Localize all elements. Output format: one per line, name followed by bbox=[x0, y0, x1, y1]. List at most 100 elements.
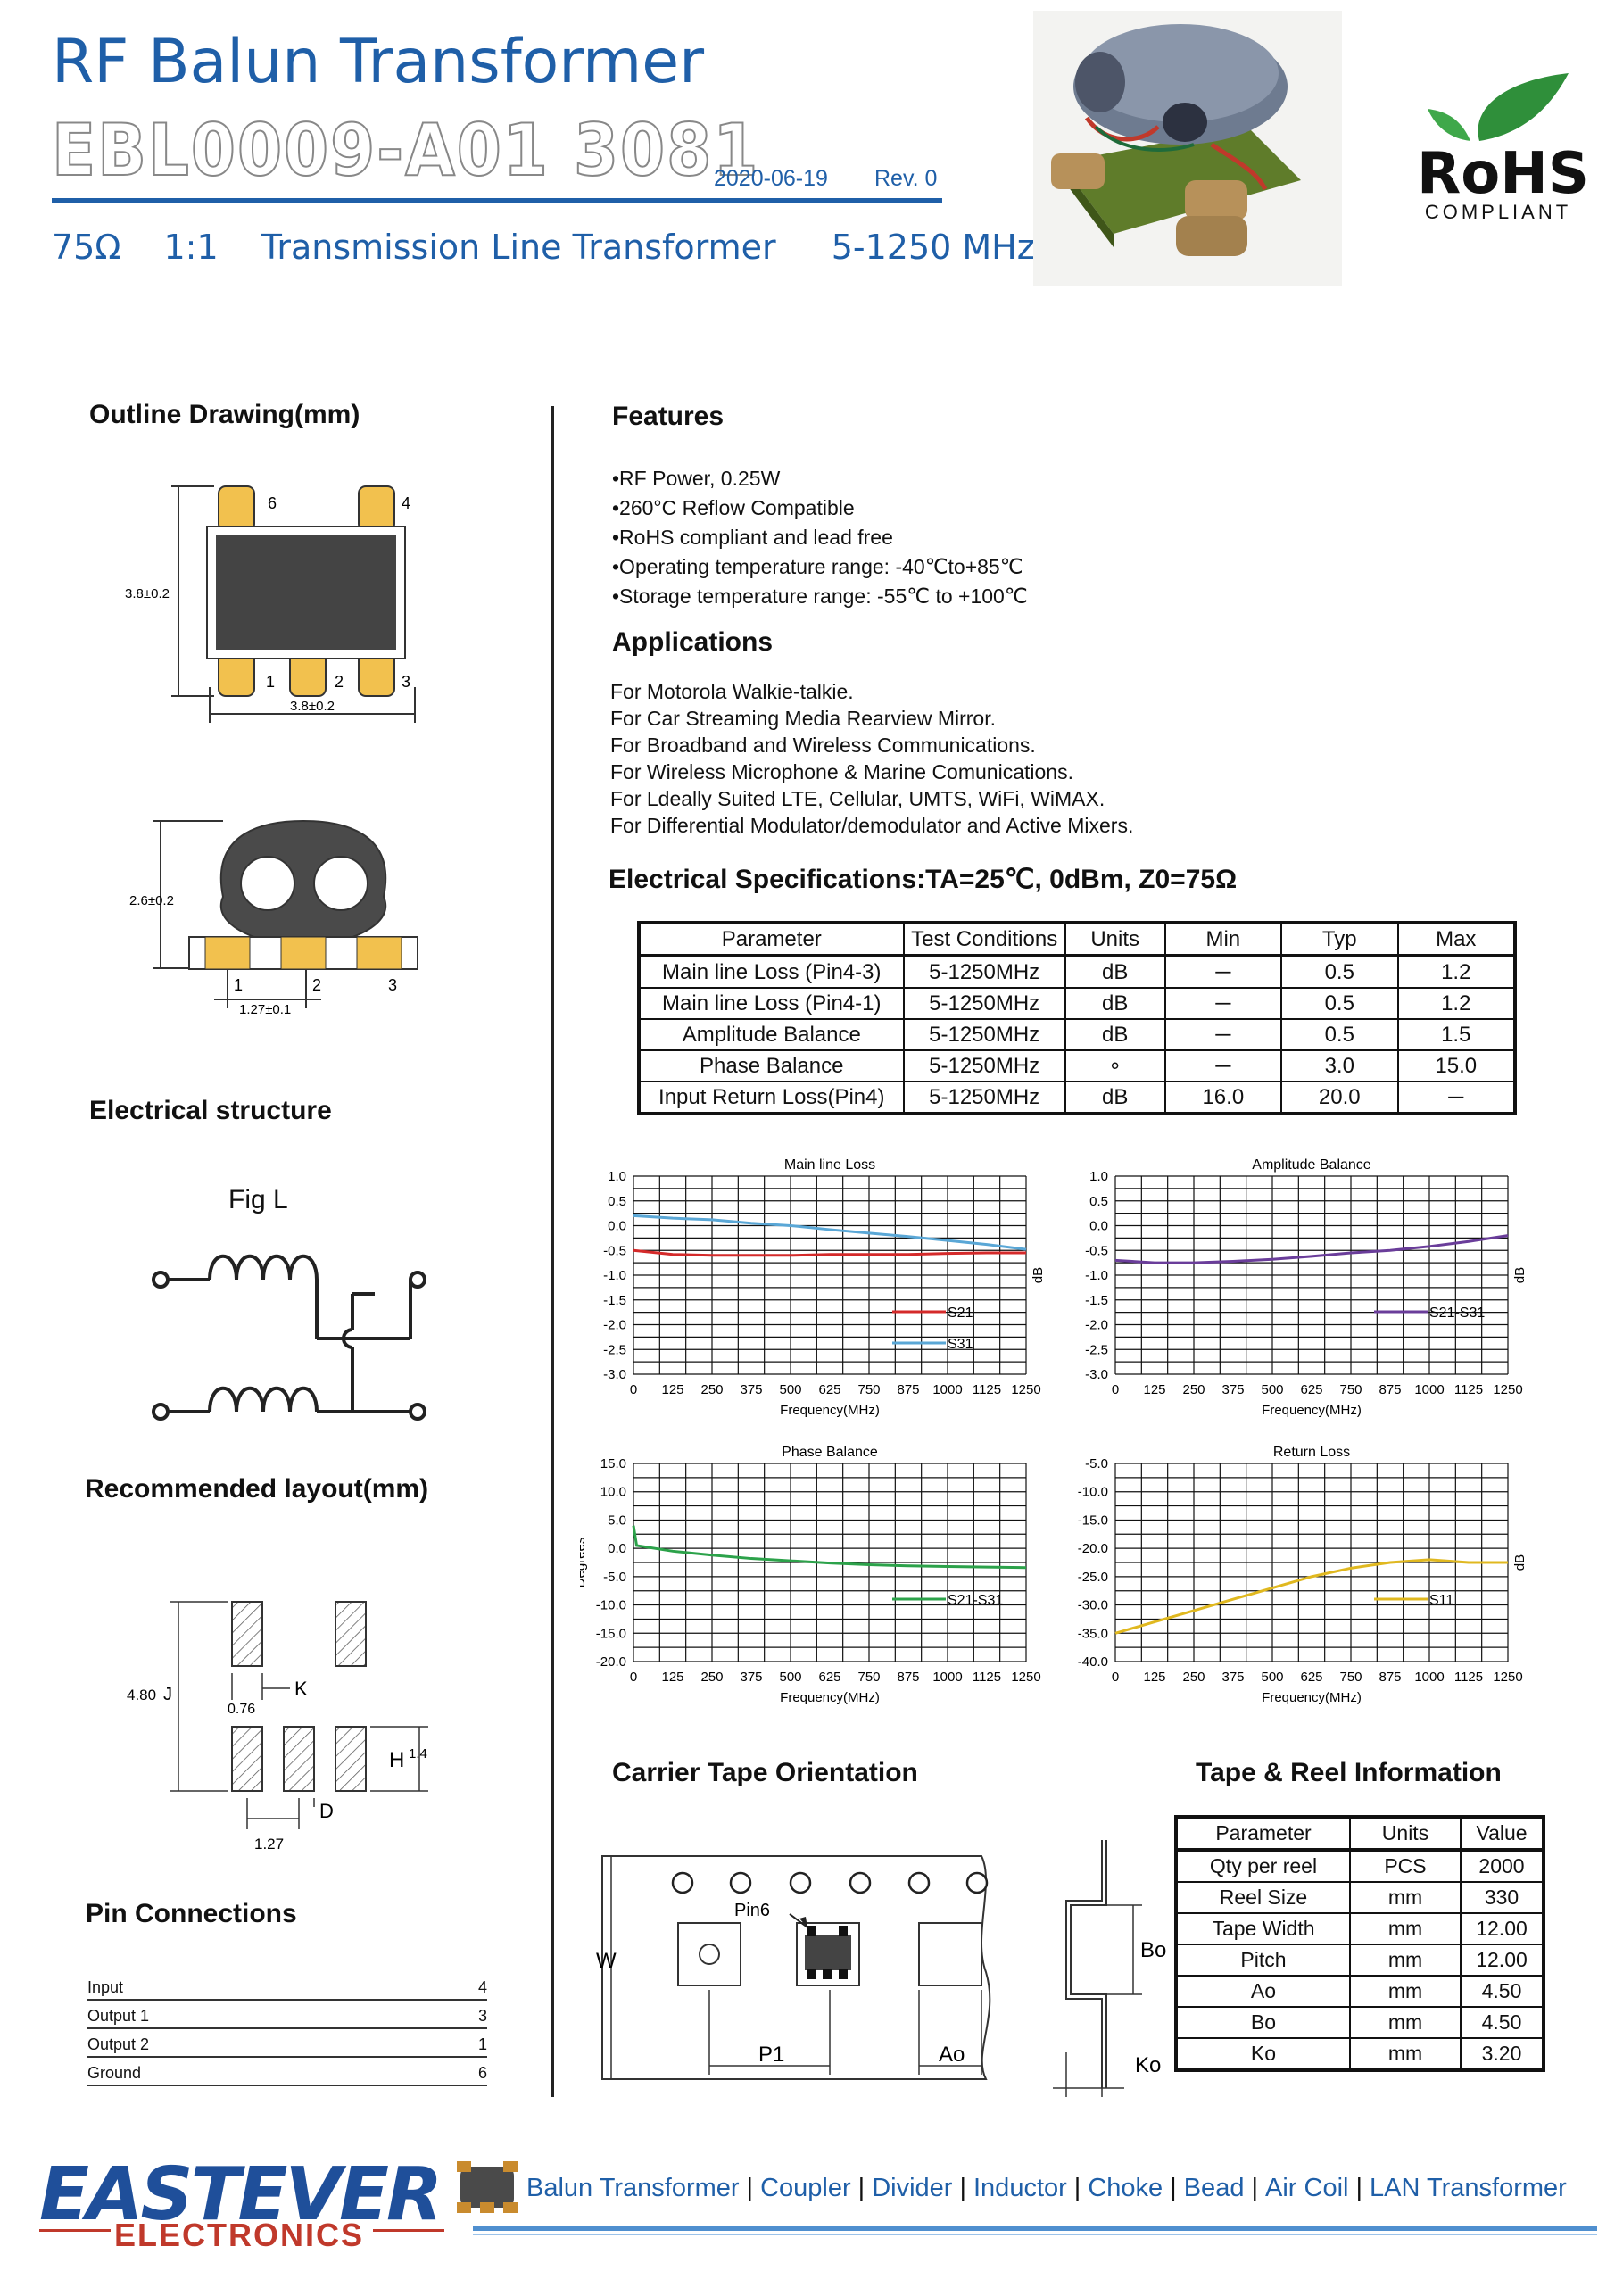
footer-link[interactable]: Divider bbox=[872, 2174, 953, 2202]
x-tick-label: 875 bbox=[897, 1382, 919, 1397]
x-tick-label: 250 bbox=[700, 1382, 723, 1397]
x-tick-label: 125 bbox=[661, 1670, 683, 1685]
pin-number: 1 bbox=[477, 2035, 487, 2053]
table-cell: dB bbox=[1064, 987, 1166, 1020]
table-cell: 4.50 bbox=[1460, 2006, 1544, 2039]
recommended-layout: 4.80 J 0.76 K H 1.4 D 1.27 bbox=[127, 1601, 428, 1853]
table-cell: 330 bbox=[1460, 1881, 1544, 1914]
footer-link[interactable]: Air Coil bbox=[1265, 2174, 1349, 2202]
x-tick-label: 375 bbox=[1221, 1670, 1244, 1685]
col-header: Max bbox=[1396, 922, 1516, 957]
table-cell: mm bbox=[1349, 1975, 1462, 2008]
y-tick-label: -40.0 bbox=[1078, 1654, 1108, 1670]
chart-title: Return Loss bbox=[1273, 1445, 1350, 1460]
x-axis-label: Frequency(MHz) bbox=[780, 1403, 880, 1418]
y-tick-label: -2.0 bbox=[1085, 1318, 1108, 1333]
y-tick-label: -15.0 bbox=[596, 1626, 626, 1641]
table-cell: mm bbox=[1349, 2037, 1462, 2071]
pin-name: Output 1 bbox=[87, 2007, 150, 2025]
outline-side-view: 1 2 3 2.6±0.2 1.27±0.1 bbox=[129, 819, 418, 1017]
table-cell: 0.5 bbox=[1280, 987, 1399, 1020]
x-tick-label: 125 bbox=[1143, 1670, 1165, 1685]
table-cell: dB bbox=[1064, 1018, 1166, 1051]
application-item: For Ldeally Suited LTE, Cellular, UMTS, … bbox=[610, 787, 1105, 810]
table-cell: Ko bbox=[1175, 2037, 1351, 2071]
legend-label: S21-S31 bbox=[948, 1593, 1003, 1608]
y-tick-label: -1.0 bbox=[1085, 1268, 1108, 1283]
chart-phase-balance: Phase Balance15.010.05.00.0-5.0-10.0-15.… bbox=[580, 1445, 1041, 1705]
table-cell: 1.5 bbox=[1396, 1018, 1516, 1051]
x-tick-label: 625 bbox=[1300, 1670, 1322, 1685]
carrier-tape-diagram: Pin6 W P1 Ao Bo Ko bbox=[596, 1840, 1166, 2097]
pin-number: 4 bbox=[477, 1978, 487, 1996]
dim-side-height: 2.6±0.2 bbox=[129, 893, 174, 908]
chart-title: Phase Balance bbox=[782, 1445, 878, 1460]
subtitle-ratio: 1:1 bbox=[163, 228, 219, 267]
footer-link[interactable]: Bead bbox=[1183, 2174, 1245, 2202]
x-tick-label: 375 bbox=[740, 1382, 762, 1397]
dim-1-27: 1.27 bbox=[254, 1836, 284, 1853]
tape-reel-heading: Tape & Reel Information bbox=[1196, 1758, 1502, 1787]
side-pin-2: 2 bbox=[312, 976, 321, 994]
table-cell: Qty per reel bbox=[1175, 1849, 1351, 1883]
table-cell: 1.2 bbox=[1396, 987, 1516, 1020]
x-tick-label: 500 bbox=[779, 1382, 801, 1397]
table-cell: 3.20 bbox=[1460, 2037, 1544, 2071]
table-cell: ─ bbox=[1396, 1081, 1516, 1115]
footer-link[interactable]: Choke bbox=[1088, 2174, 1163, 2202]
table-cell: 12.00 bbox=[1460, 1912, 1544, 1945]
application-item: For Differential Modulator/demodulator a… bbox=[610, 814, 1134, 837]
leaf-icon bbox=[1428, 73, 1569, 141]
dim-d: D bbox=[319, 1800, 334, 1822]
dim-4-80: 4.80 bbox=[127, 1687, 156, 1703]
footer-link[interactable]: Coupler bbox=[760, 2174, 851, 2202]
y-tick-label: -3.0 bbox=[603, 1367, 626, 1382]
table-cell: PCS bbox=[1349, 1849, 1462, 1883]
footer-link[interactable]: Balun Transformer bbox=[526, 2174, 740, 2202]
structure-heading: Electrical structure bbox=[89, 1096, 332, 1125]
x-tick-label: 375 bbox=[740, 1670, 762, 1685]
table-cell: 5-1250MHz bbox=[902, 1081, 1066, 1115]
table-cell: Amplitude Balance bbox=[638, 1018, 905, 1051]
table-cell: ─ bbox=[1163, 1018, 1283, 1051]
footer-link[interactable]: Inductor bbox=[973, 2174, 1067, 2202]
y-tick-label: -35.0 bbox=[1078, 1626, 1108, 1641]
pin6-label: Pin6 bbox=[734, 1901, 770, 1920]
col-header: Typ bbox=[1280, 922, 1399, 957]
y-tick-label: -0.5 bbox=[603, 1243, 626, 1258]
table-cell: 5-1250MHz bbox=[902, 987, 1066, 1020]
feature-item: •RoHS compliant and lead free bbox=[612, 526, 893, 549]
footer-rule bbox=[473, 2226, 1597, 2231]
subtitle-range: 5-1250 MHz bbox=[831, 228, 1035, 267]
series-line bbox=[632, 1525, 1027, 1570]
table-cell: Input Return Loss(Pin4) bbox=[638, 1081, 905, 1115]
series-line bbox=[1114, 1558, 1508, 1635]
x-tick-label: 250 bbox=[1182, 1382, 1205, 1397]
dim-w: W bbox=[596, 1949, 617, 1973]
y-tick-label: 0.0 bbox=[608, 1219, 626, 1234]
x-tick-label: 500 bbox=[1261, 1382, 1283, 1397]
elec-specs-heading: Electrical Specifications:TA=25℃, 0dBm, … bbox=[609, 865, 1238, 894]
table-cell: 5-1250MHz bbox=[902, 955, 1066, 989]
footer-link[interactable]: LAN Transformer bbox=[1370, 2174, 1567, 2202]
rohs-badge: RoHS COMPLIANT bbox=[1417, 71, 1589, 228]
application-item: For Broadband and Wireless Communication… bbox=[610, 734, 1036, 757]
y-axis-label: Degrees bbox=[580, 1538, 588, 1588]
y-axis-label: dB bbox=[1512, 1267, 1528, 1283]
y-tick-label: -2.0 bbox=[603, 1318, 626, 1333]
dim-0-76: 0.76 bbox=[228, 1702, 255, 1717]
y-tick-label: 5.0 bbox=[608, 1513, 626, 1528]
x-tick-label: 1000 bbox=[932, 1382, 962, 1397]
x-tick-label: 125 bbox=[661, 1382, 683, 1397]
y-tick-label: 0.5 bbox=[1089, 1194, 1108, 1209]
x-tick-label: 875 bbox=[897, 1670, 919, 1685]
x-axis-label: Frequency(MHz) bbox=[1262, 1403, 1362, 1418]
brand-logo: EASTEVER bbox=[39, 2152, 443, 2237]
table-cell: 12.00 bbox=[1460, 1944, 1544, 1977]
pin-6-label: 6 bbox=[268, 494, 277, 512]
